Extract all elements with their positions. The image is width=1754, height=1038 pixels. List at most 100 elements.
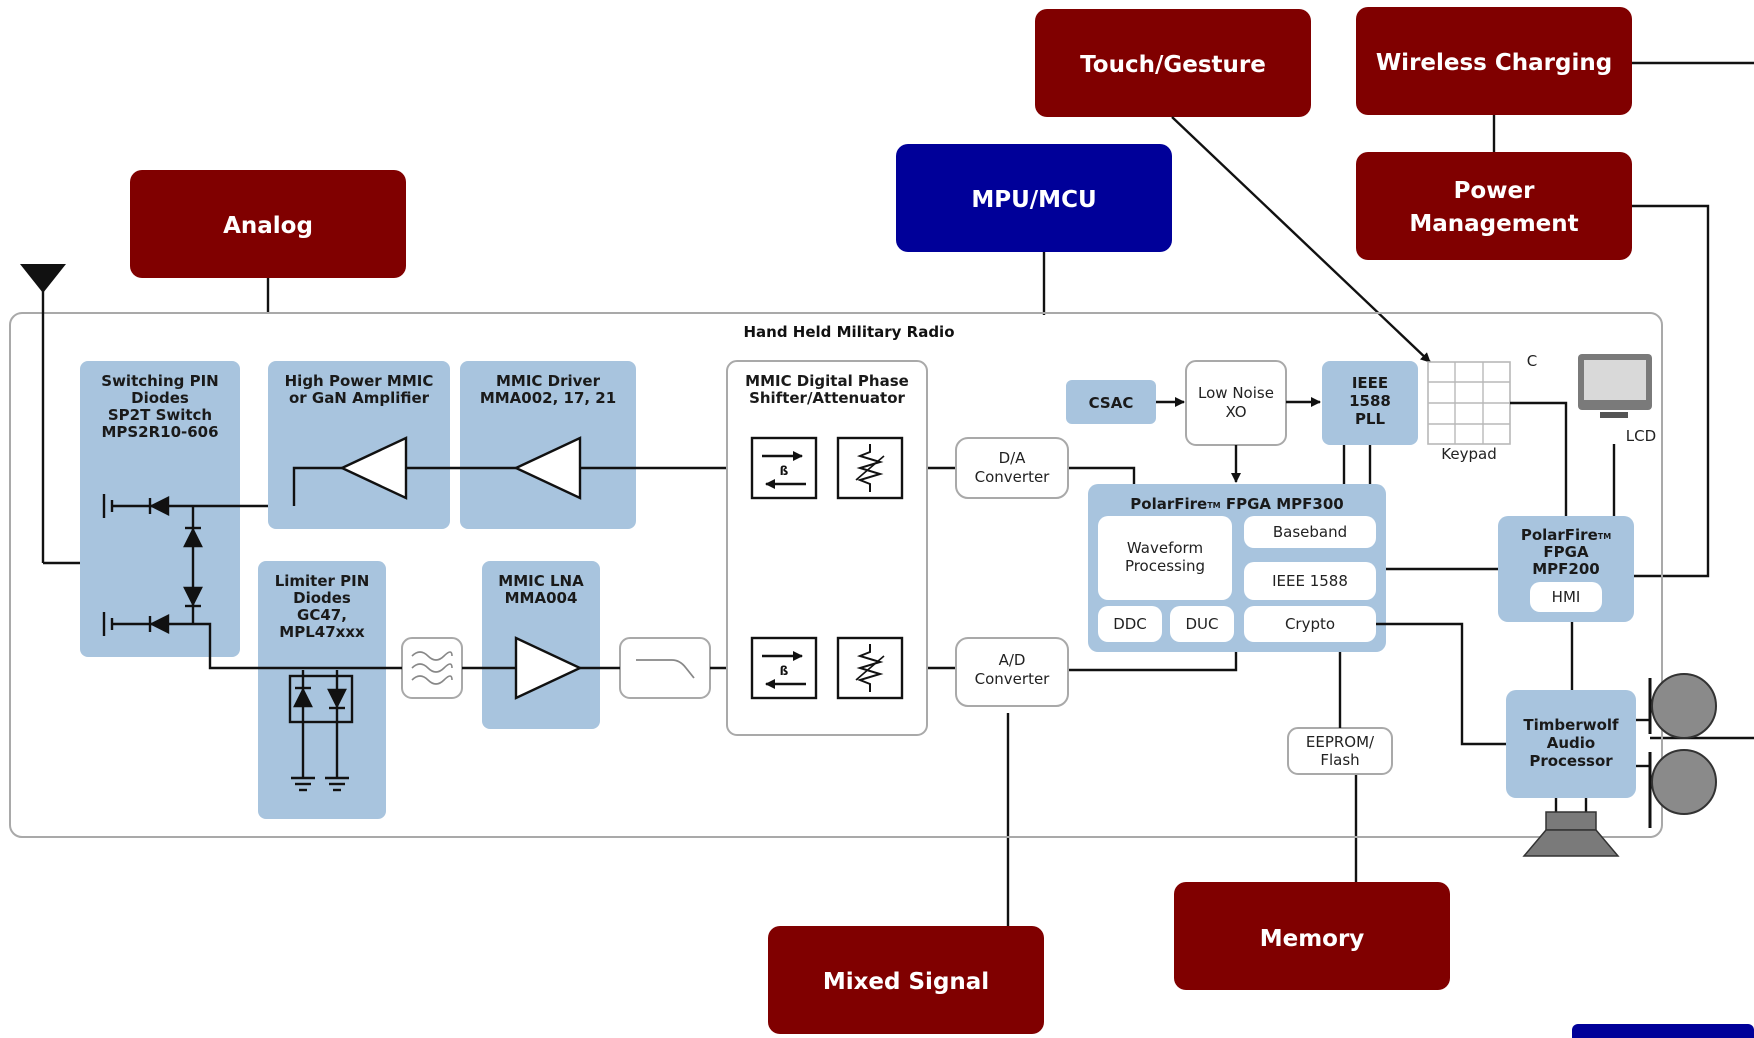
da-converter-line1: D/A xyxy=(999,449,1027,467)
da-converter-line2: Converter xyxy=(975,468,1051,486)
pin-diode-switch-icon xyxy=(102,494,294,636)
mmic-phase-shifter-block: MMIC Digital Phase Shifter/Attenuator ß … xyxy=(726,360,928,736)
power-management-label-line1: Power xyxy=(1454,178,1536,204)
fpga-mpf300-tm: TM xyxy=(1207,501,1220,510)
limiter-line1: Limiter PIN xyxy=(275,572,370,590)
diagram-title: Hand Held Military Radio xyxy=(743,323,954,341)
limiter-line2: Diodes xyxy=(293,589,351,607)
analog-label: Analog xyxy=(223,213,313,239)
limiter-line4: MPL47xxx xyxy=(279,623,365,641)
mpu-mcu-label: MPU/MCU xyxy=(971,187,1096,213)
ieee-pll-block: IEEE 1588 PLL xyxy=(1322,361,1418,445)
timberwolf-line3: Processor xyxy=(1529,752,1613,770)
da-converter-block: D/A Converter xyxy=(955,437,1069,499)
mmic-lna-block: MMIC LNA MMA004 xyxy=(482,561,600,729)
microphone-icon-bottom xyxy=(1636,749,1717,828)
fpga-mpf300-title: PolarFireTM FPGA MPF300 xyxy=(1130,495,1343,513)
keypad-icon xyxy=(1427,361,1511,445)
power-management-category: Power Management xyxy=(1356,152,1632,260)
crypto-label: Crypto xyxy=(1285,615,1335,633)
eeprom-line1: EEPROM/ xyxy=(1306,733,1375,751)
offscreen-category-box xyxy=(1572,1024,1754,1038)
mmic-lna-line1: MMIC LNA xyxy=(498,572,584,590)
category-connectors xyxy=(266,61,1754,926)
control-wires xyxy=(1338,401,1616,746)
tx-attenuator-icon xyxy=(836,436,904,500)
ieee-pll-line3: PLL xyxy=(1355,410,1386,428)
fpga-mpf300-block: PolarFireTM FPGA MPF300 Waveform Process… xyxy=(1088,484,1386,652)
hmi-label: HMI xyxy=(1552,588,1581,606)
fpga-mpf300-title-prefix: PolarFire xyxy=(1130,495,1207,513)
timberwolf-line2: Audio xyxy=(1547,734,1595,752)
ieee1588-label: IEEE 1588 xyxy=(1272,572,1348,590)
ad-converter-line1: A/D xyxy=(999,651,1026,669)
power-management-label-line2: Management xyxy=(1409,211,1578,237)
mpu-mcu-category: MPU/MCU xyxy=(896,144,1172,252)
mmic-lna-line2: MMA004 xyxy=(505,589,578,607)
radio-outline xyxy=(9,312,1663,838)
limiter-line3: GC47, xyxy=(297,606,347,624)
rx-phase-glyph: ß xyxy=(780,664,789,678)
wireless-charging-label: Wireless Charging xyxy=(1376,50,1612,76)
fpga-mpf200-title: PolarFireTM xyxy=(1521,526,1611,544)
switching-pin-line2: Diodes xyxy=(131,389,189,407)
ieee-pll-line1: IEEE xyxy=(1352,374,1388,392)
microphone-icon-top xyxy=(1636,673,1717,739)
phase-shifter-line1: MMIC Digital Phase xyxy=(745,372,909,390)
mmic-driver-line1: MMIC Driver xyxy=(496,372,601,390)
touch-gesture-label: Touch/Gesture xyxy=(1080,52,1266,78)
eeprom-flash-block: EEPROM/ Flash xyxy=(1287,727,1393,775)
lcd-monitor-icon xyxy=(1578,354,1652,418)
tx-phase-shifter-icon: ß xyxy=(750,436,818,500)
timberwolf-line1: Timberwolf xyxy=(1523,716,1619,734)
keypad-c-label: C xyxy=(1527,352,1537,370)
switching-pin-line3: SP2T Switch xyxy=(108,406,212,424)
analog-category: Analog xyxy=(130,170,406,278)
keypad-label: Keypad xyxy=(1441,445,1496,463)
switching-pin-diodes-block: Switching PIN Diodes SP2T Switch MPS2R10… xyxy=(80,361,294,657)
eeprom-line2: Flash xyxy=(1320,751,1359,769)
switching-pin-line1: Switching PIN xyxy=(101,372,218,390)
mixed-signal-label: Mixed Signal xyxy=(823,969,989,995)
lcd-label: LCD xyxy=(1626,427,1656,445)
high-power-line2: or GaN Amplifier xyxy=(289,389,430,407)
touch-gesture-category: Touch/Gesture xyxy=(1035,9,1311,117)
fpga-mpf200-line3: MPF200 xyxy=(1532,560,1599,578)
tx-phase-glyph: ß xyxy=(780,464,789,478)
high-power-line1: High Power MMIC xyxy=(285,372,434,390)
fpga-mpf200-title-prefix: PolarFire xyxy=(1521,526,1598,544)
ieee-pll-line2: 1588 xyxy=(1349,392,1391,410)
limiter-pin-diodes-block: Limiter PIN Diodes GC47, MPL47xxx xyxy=(258,561,386,819)
csac-label: CSAC xyxy=(1089,394,1134,412)
lowpass-filter-icon xyxy=(619,637,711,699)
limiter-diodes-icon xyxy=(288,670,354,792)
low-noise-xo-line1: Low Noise xyxy=(1198,384,1274,402)
mmic-driver-block: MMIC Driver MMA002, 17, 21 xyxy=(460,361,636,529)
rx-attenuator-icon xyxy=(836,636,904,700)
duc-label: DUC xyxy=(1185,615,1218,633)
ad-converter-line2: Converter xyxy=(975,670,1051,688)
waveform-line2: Processing xyxy=(1125,557,1205,575)
mixed-signal-category: Mixed Signal xyxy=(768,926,1044,1034)
speaker-icon xyxy=(1522,798,1620,857)
memory-category: Memory xyxy=(1174,882,1450,990)
memory-label: Memory xyxy=(1260,926,1365,952)
rx-phase-shifter-icon: ß xyxy=(750,636,818,700)
timberwolf-audio-block: Timberwolf Audio Processor xyxy=(1506,690,1636,798)
low-noise-xo-block: Low Noise XO xyxy=(1185,360,1287,446)
low-noise-xo-line2: XO xyxy=(1225,403,1246,421)
wireless-charging-category: Wireless Charging xyxy=(1356,7,1632,115)
ad-converter-block: A/D Converter xyxy=(955,637,1069,707)
baseband-label: Baseband xyxy=(1273,523,1347,541)
ddc-label: DDC xyxy=(1113,615,1147,633)
fpga-mpf200-block: PolarFireTM FPGA MPF200 HMI xyxy=(1498,516,1634,622)
mmic-driver-line2: MMA002, 17, 21 xyxy=(480,389,616,407)
waveform-line1: Waveform xyxy=(1127,539,1203,557)
bandpass-filter-icon xyxy=(401,637,463,699)
fpga-mpf300-title-suffix: FPGA MPF300 xyxy=(1221,495,1344,513)
phase-shifter-line2: Shifter/Attenuator xyxy=(749,389,905,407)
clock-wires xyxy=(1156,397,1372,484)
switching-pin-line4: MPS2R10-606 xyxy=(101,423,218,441)
high-power-mmic-block: High Power MMIC or GaN Amplifier xyxy=(268,361,450,529)
